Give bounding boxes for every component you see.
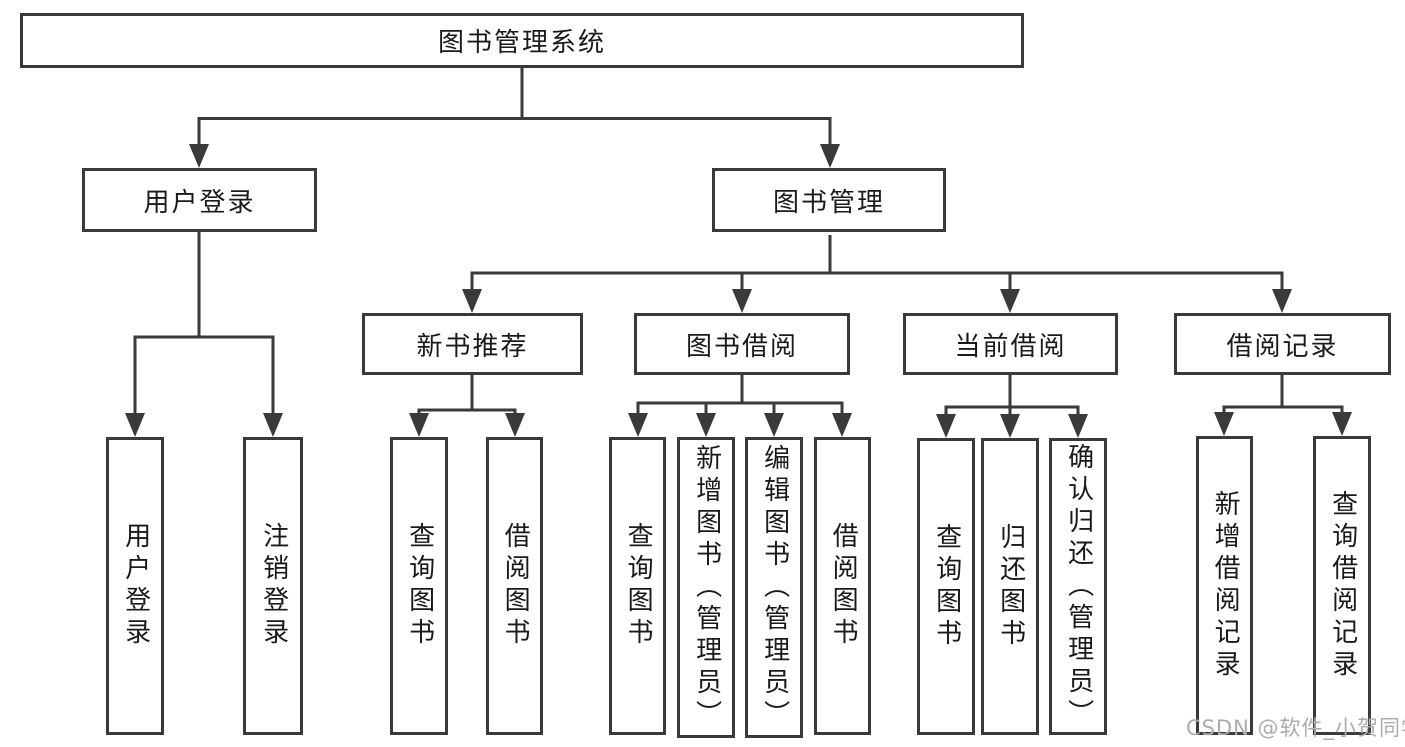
connector-current-borrow-arrows [936, 414, 1088, 438]
connector-borrow-records [1222, 375, 1344, 413]
connector-book-borrow [636, 375, 844, 415]
node-query-books-current: 查询图书 [917, 438, 975, 735]
connector-line [470, 235, 1284, 291]
node-return-book: 归还图书 [981, 438, 1039, 735]
node-confirm-return-admin: 确认归还（管理员） [1049, 438, 1107, 735]
arrowhead-icon [505, 413, 525, 437]
node-book-borrow: 图书借阅 [634, 313, 850, 375]
node-borrow-books-leaf: 借阅图书 [814, 437, 871, 735]
arrowhead-icon [764, 413, 784, 437]
arrowhead-icon [125, 413, 145, 437]
connector-user-login-arrows [125, 413, 283, 437]
node-user-login-leaf: 用户登录 [106, 437, 164, 735]
arrowhead-icon [1068, 414, 1088, 438]
arrowhead-icon [732, 289, 752, 313]
node-add-book-admin: 新增图书（管理员） [677, 437, 735, 738]
node-query-books-recommend: 查询图书 [390, 437, 448, 735]
node-book-management: 图书管理 [712, 168, 946, 232]
arrowhead-icon [628, 413, 648, 437]
connector-line [133, 232, 275, 414]
connector-line [944, 375, 1080, 415]
node-query-borrow-record: 查询借阅记录 [1313, 436, 1371, 735]
connector-book-borrow-arrows [628, 413, 852, 437]
arrowhead-icon [1332, 412, 1352, 436]
connector-user-login [133, 232, 275, 414]
connector-line [1222, 375, 1344, 413]
arrowhead-icon [189, 144, 209, 168]
node-new-book-recommend: 新书推荐 [362, 313, 583, 375]
arrowhead-icon [1214, 412, 1234, 436]
node-add-borrow-record: 新增借阅记录 [1196, 436, 1253, 735]
node-root: 图书管理系统 [20, 13, 1024, 68]
connector-book-management [470, 235, 1284, 291]
node-user-login: 用户登录 [82, 168, 317, 232]
arrowhead-icon [462, 289, 482, 313]
arrowhead-icon [936, 414, 956, 438]
node-edit-book-admin: 编辑图书（管理员） [745, 437, 803, 738]
connector-new-book-recommend-arrows [409, 413, 525, 437]
arrowhead-icon [696, 413, 716, 437]
connector-line [636, 375, 844, 415]
node-borrow-books-recommend: 借阅图书 [486, 437, 543, 735]
node-current-borrow: 当前借阅 [903, 313, 1118, 375]
connector-line [417, 375, 517, 415]
connector-borrow-records-arrows [1214, 412, 1352, 436]
arrowhead-icon [1272, 289, 1292, 313]
arrowhead-icon [409, 413, 429, 437]
connector-line [197, 68, 832, 145]
node-borrow-records: 借阅记录 [1174, 313, 1391, 375]
connector-book-management-arrows [462, 289, 1292, 313]
connector-new-book-recommend [417, 375, 517, 415]
watermark: CSDN @软件_小贺同学 [1186, 716, 1405, 740]
arrowhead-icon [263, 413, 283, 437]
connector-root-arrows [189, 144, 840, 168]
connector-root [197, 68, 832, 145]
arrowhead-icon [1000, 289, 1020, 313]
node-logout: 注销登录 [243, 437, 303, 735]
connector-current-borrow [944, 375, 1080, 415]
arrowhead-icon [1000, 414, 1020, 438]
node-query-books-borrow: 查询图书 [609, 437, 666, 735]
arrowhead-icon [832, 413, 852, 437]
arrowhead-icon [820, 144, 840, 168]
